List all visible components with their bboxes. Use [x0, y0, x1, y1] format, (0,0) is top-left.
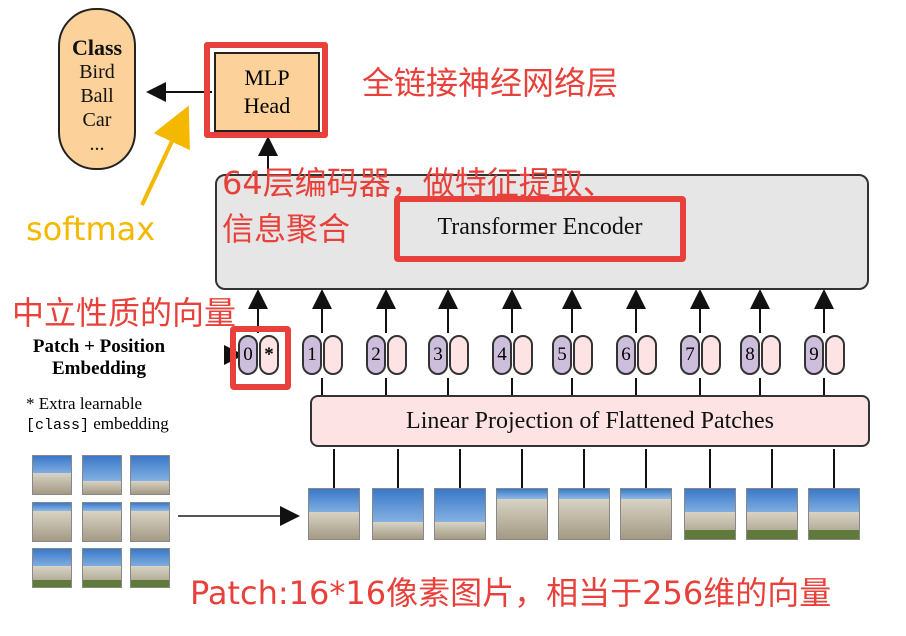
- token-2: 2: [366, 335, 407, 375]
- grid-patch: [130, 455, 170, 495]
- note-line1: * Extra learnable: [26, 394, 143, 413]
- annotation-mlp: 全链接神经网络层: [362, 64, 619, 102]
- class-item-ellipsis: ...: [89, 133, 105, 155]
- linear-projection-box: Linear Projection of Flattened Patches: [310, 395, 870, 447]
- token-position-8: 8: [740, 335, 760, 375]
- image-patch: [620, 488, 672, 540]
- patch-position-label: Patch + Position Embedding: [14, 336, 184, 380]
- annotation-softmax: softmax: [26, 210, 156, 248]
- cls-token-marker: *: [259, 335, 279, 375]
- token-5: 5: [552, 335, 593, 375]
- image-patch: [308, 488, 360, 540]
- class-item-bird: Bird: [79, 61, 115, 83]
- grid-patch: [32, 502, 72, 542]
- softmax-arrow: [140, 105, 190, 206]
- token-position-1: 1: [302, 335, 322, 375]
- image-patch: [434, 488, 486, 540]
- token-patch-embedding: [323, 335, 343, 375]
- class-output-box: Class Bird Ball Car ...: [58, 8, 136, 170]
- token-patch-embedding: [637, 335, 657, 375]
- mlp-label-line2: Head: [243, 93, 291, 118]
- annotation-cls-vector: 中立性质的向量: [12, 294, 237, 332]
- extra-embedding-note: * Extra learnable [class] embedding: [26, 394, 169, 436]
- token-0: 0*: [238, 335, 279, 375]
- transformer-encoder-box: [215, 174, 869, 290]
- token-position-5: 5: [552, 335, 572, 375]
- class-title: Class: [71, 35, 123, 60]
- note-suffix: embedding: [89, 414, 169, 433]
- patch-position-line2: Embedding: [52, 358, 146, 379]
- mlp-head-box: MLP Head: [214, 52, 320, 132]
- token-4: 4: [492, 335, 533, 375]
- token-7: 7: [680, 335, 721, 375]
- grid-patch: [82, 502, 122, 542]
- image-patch: [684, 488, 736, 540]
- encoder-label: Transformer Encoder: [437, 214, 643, 240]
- token-9: 9: [804, 335, 845, 375]
- encoder-highlight-frame: [394, 196, 686, 262]
- token-patch-embedding: [761, 335, 781, 375]
- patch-position-line1: Patch + Position: [32, 336, 166, 357]
- token-8: 8: [740, 335, 781, 375]
- token-position-3: 3: [428, 335, 448, 375]
- token-position-2: 2: [366, 335, 386, 375]
- token-patch-embedding: [513, 335, 533, 375]
- token-position-4: 4: [492, 335, 512, 375]
- image-patch: [808, 488, 860, 540]
- grid-patch: [130, 502, 170, 542]
- annotation-encoder-line2: 信息聚合: [222, 210, 351, 248]
- token-6: 6: [616, 335, 657, 375]
- grid-patch: [32, 455, 72, 495]
- image-patch: [372, 488, 424, 540]
- image-patch: [496, 488, 548, 540]
- token-position-7: 7: [680, 335, 700, 375]
- class-item-ball: Ball: [80, 85, 114, 107]
- grid-patch: [32, 548, 72, 588]
- token-patch-embedding: [825, 335, 845, 375]
- token-position-6: 6: [616, 335, 636, 375]
- token-position-0: 0: [238, 335, 258, 375]
- mlp-label-line1: MLP: [244, 65, 290, 90]
- grid-patch: [82, 455, 122, 495]
- annotation-encoder-line1: 64层编码器，做特征提取、: [222, 164, 615, 202]
- class-item-car: Car: [82, 109, 112, 131]
- cls-token-highlight-frame: [230, 326, 291, 390]
- token-patch-embedding: [701, 335, 721, 375]
- image-patch: [746, 488, 798, 540]
- grid-patch: [82, 548, 122, 588]
- token-position-9: 9: [804, 335, 824, 375]
- annotation-patch: Patch:16*16像素图片，相当于256维的向量: [190, 574, 832, 612]
- image-patch: [558, 488, 610, 540]
- token-patch-embedding: [387, 335, 407, 375]
- note-code: [class]: [26, 417, 90, 434]
- token-3: 3: [428, 335, 469, 375]
- token-1: 1: [302, 335, 343, 375]
- token-patch-embedding: [449, 335, 469, 375]
- mlp-highlight-frame: [204, 42, 328, 138]
- grid-patch: [130, 548, 170, 588]
- token-patch-embedding: [573, 335, 593, 375]
